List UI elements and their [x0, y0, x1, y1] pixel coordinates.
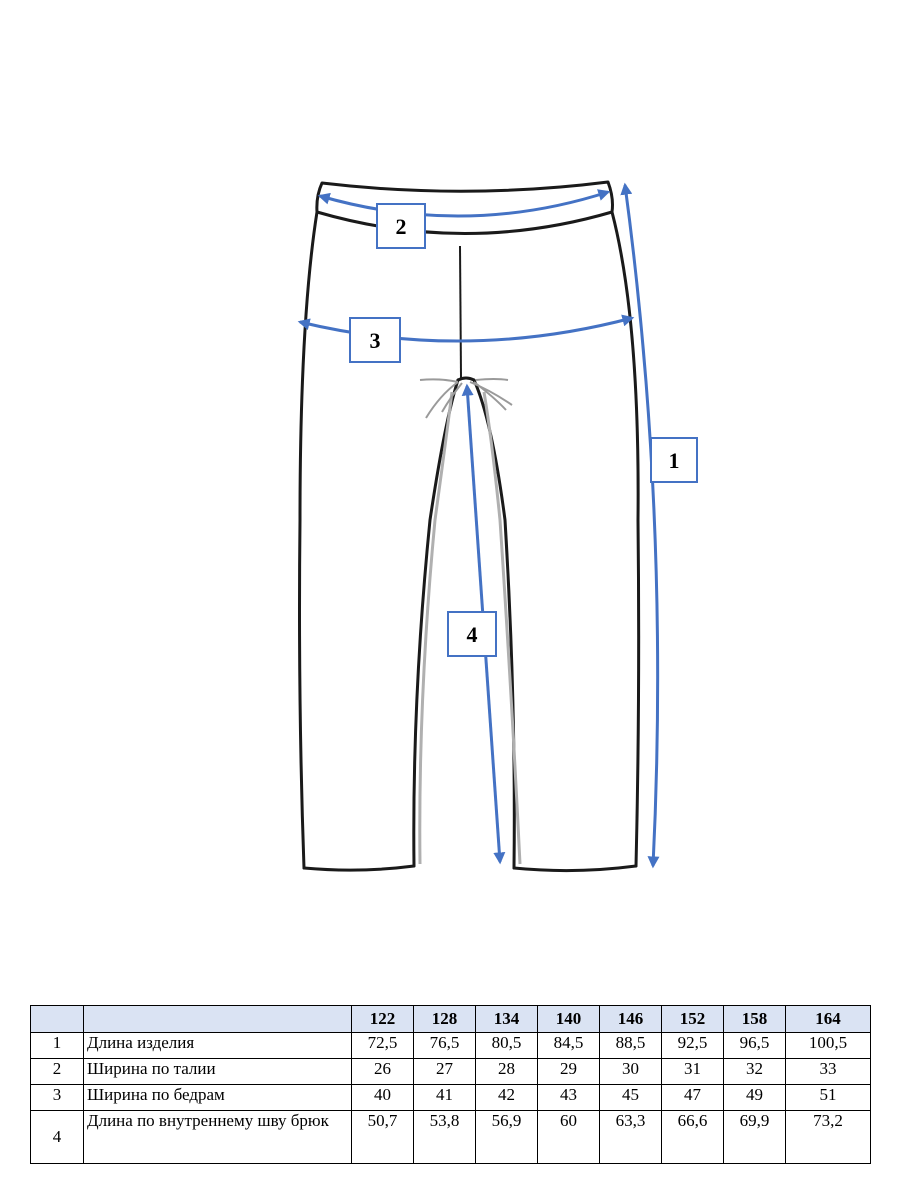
- row-name: Ширина по талии: [83, 1058, 352, 1085]
- table-cell: 27: [413, 1058, 476, 1085]
- waistband: [315, 180, 614, 235]
- table-cell: 49: [723, 1084, 786, 1111]
- table-cell: 40: [351, 1084, 414, 1111]
- label-2: 2: [376, 203, 426, 249]
- size-header: 152: [661, 1005, 724, 1033]
- row-name: Длина по внутреннему шву брюк: [83, 1110, 352, 1164]
- size-header: 164: [785, 1005, 871, 1033]
- right-leg-outer: [610, 210, 641, 868]
- table-cell: 88,5: [599, 1032, 662, 1059]
- right-leg-hem: [512, 864, 638, 873]
- row-number: 3: [30, 1084, 84, 1111]
- table-header-row: 122 128 134 140 146 152 158 164: [30, 1005, 871, 1033]
- table-cell: 31: [661, 1058, 724, 1085]
- label-3: 3: [349, 317, 401, 363]
- table-cell: 76,5: [413, 1032, 476, 1059]
- row-name: Ширина по бедрам: [83, 1084, 352, 1111]
- table-cell: 42: [475, 1084, 538, 1111]
- pants-outline: [298, 180, 641, 873]
- table-cell: 43: [537, 1084, 600, 1111]
- table-row: 1 Длина изделия 72,5 76,5 80,5 84,5 88,5…: [30, 1032, 871, 1059]
- table-row: 3 Ширина по бедрам 40 41 42 43 45 47 49 …: [30, 1084, 871, 1111]
- table-cell: 92,5: [661, 1032, 724, 1059]
- table-cell: 41: [413, 1084, 476, 1111]
- table-cell: 63,3: [599, 1110, 662, 1164]
- table-cell: 56,9: [475, 1110, 538, 1164]
- table-cell: 45: [599, 1084, 662, 1111]
- table-cell: 96,5: [723, 1032, 786, 1059]
- table-name-header: [83, 1005, 352, 1033]
- arrow-1-total-length: [620, 182, 660, 869]
- table-cell: 32: [723, 1058, 786, 1085]
- drawstring: [419, 378, 513, 419]
- arrow-2-waist-width: [317, 189, 611, 218]
- table-cell: 53,8: [413, 1110, 476, 1164]
- size-header: 128: [413, 1005, 476, 1033]
- row-number: 4: [30, 1110, 84, 1164]
- table-cell: 50,7: [351, 1110, 414, 1164]
- svg-text:2: 2: [396, 214, 407, 239]
- table-cell: 84,5: [537, 1032, 600, 1059]
- table-cell: 66,6: [661, 1110, 724, 1164]
- table-corner-cell: [30, 1005, 84, 1033]
- arrow-3-hip-width: [297, 314, 635, 343]
- row-name: Длина изделия: [83, 1032, 352, 1059]
- table-cell: 28: [475, 1058, 538, 1085]
- size-header: 140: [537, 1005, 600, 1033]
- size-header: 134: [475, 1005, 538, 1033]
- left-leg-outer: [298, 210, 319, 870]
- svg-text:4: 4: [467, 622, 478, 647]
- table-cell: 60: [537, 1110, 600, 1164]
- svg-text:3: 3: [370, 328, 381, 353]
- table-cell: 47: [661, 1084, 724, 1111]
- center-seam: [459, 245, 462, 379]
- table-cell: 30: [599, 1058, 662, 1085]
- size-table: 122 128 134 140 146 152 158 164 1 Длина …: [30, 1005, 871, 1164]
- size-header: 158: [723, 1005, 786, 1033]
- table-cell: 69,9: [723, 1110, 786, 1164]
- label-1: 1: [650, 437, 698, 483]
- crotch: [456, 376, 476, 382]
- table-cell: 33: [785, 1058, 871, 1085]
- table-cell: 73,2: [785, 1110, 871, 1164]
- table-cell: 26: [351, 1058, 414, 1085]
- svg-text:1: 1: [669, 448, 680, 473]
- row-number: 1: [30, 1032, 84, 1059]
- table-row: 2 Ширина по талии 26 27 28 29 30 31 32 3…: [30, 1058, 871, 1085]
- table-row: 4 Длина по внутреннему шву брюк 50,7 53,…: [30, 1110, 871, 1164]
- left-leg-hem: [302, 864, 416, 872]
- size-header: 122: [351, 1005, 414, 1033]
- table-cell: 80,5: [475, 1032, 538, 1059]
- table-cell: 51: [785, 1084, 871, 1111]
- pants-measurement-diagram: 2 3 1 4: [297, 180, 698, 873]
- table-cell: 29: [537, 1058, 600, 1085]
- row-number: 2: [30, 1058, 84, 1085]
- left-inner-seam: [418, 391, 454, 865]
- size-header: 146: [599, 1005, 662, 1033]
- table-cell: 100,5: [785, 1032, 871, 1059]
- table-cell: 72,5: [351, 1032, 414, 1059]
- label-4: 4: [447, 611, 497, 657]
